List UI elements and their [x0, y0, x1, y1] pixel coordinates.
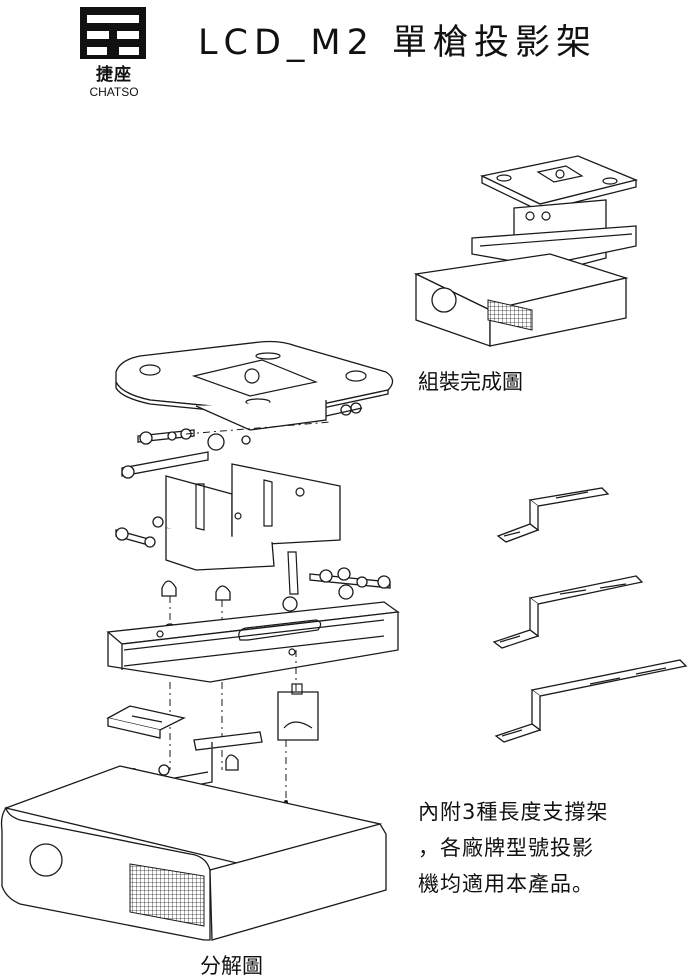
exploded-view-illustration	[0, 340, 400, 941]
support-arms-illustration	[492, 487, 688, 743]
page-title: LCD_M2 單槍投影架	[198, 23, 597, 63]
logo-english-name: CHATSO	[89, 85, 139, 99]
brand-logo-icon	[80, 7, 146, 59]
assembled-view-caption: 組裝完成圖	[418, 370, 523, 394]
logo-chinese-name: 捷座	[96, 65, 132, 85]
product-description: 內附3種長度支撐架 ，各廠牌型號投影 機均適用本產品。	[418, 794, 678, 902]
assembled-projector-mount-illustration	[413, 155, 639, 347]
exploded-view-caption: 分解圖	[200, 954, 263, 978]
description-line-3: 機均適用本產品。	[418, 872, 594, 896]
description-line-2: ，各廠牌型號投影	[418, 836, 594, 860]
description-line-1: 內附3種長度支撐架	[418, 800, 609, 824]
